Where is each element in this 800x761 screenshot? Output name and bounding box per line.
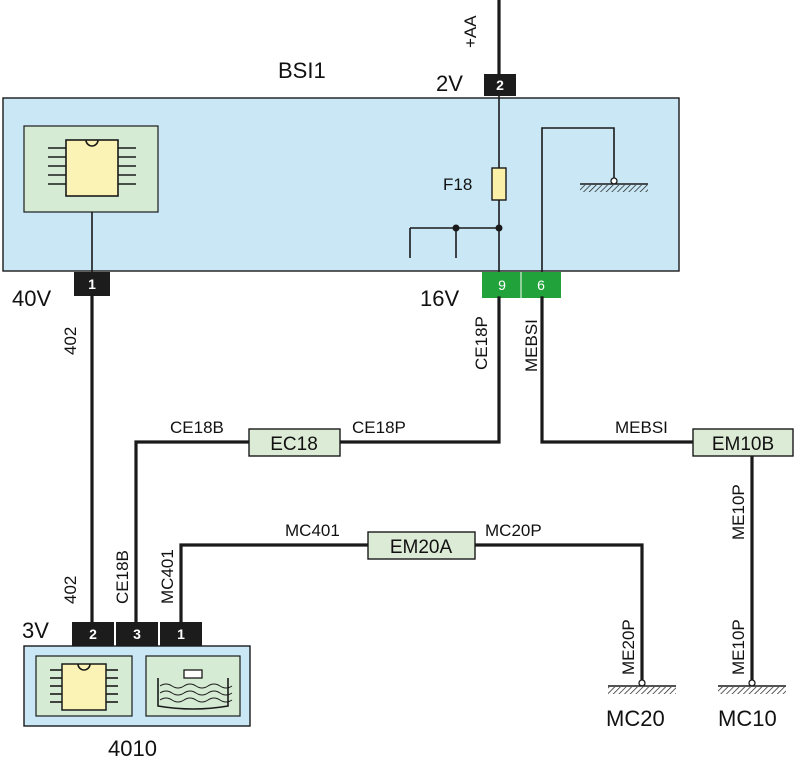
connector-em20a-label: EM20A bbox=[390, 537, 453, 558]
bsi-pin-9-label: 9 bbox=[498, 277, 506, 293]
wire-mc20p bbox=[473, 543, 644, 682]
bsi-voltage-top: 2V bbox=[436, 71, 463, 96]
component-4010-pin-1-label: 1 bbox=[177, 626, 185, 642]
wire-mebsi-label-right: MEBSI bbox=[615, 418, 668, 437]
wire-me10p-label-lower: ME10P bbox=[729, 619, 748, 675]
connector-em20a bbox=[367, 531, 476, 560]
ground-mc10-label: MC10 bbox=[718, 706, 777, 731]
wire-ce18p bbox=[338, 296, 501, 444]
bsi-pin-2 bbox=[484, 74, 516, 96]
bsi-voltage-left: 40V bbox=[12, 286, 51, 311]
wire-mebsi bbox=[540, 296, 695, 444]
wire-ce18p-label-vertical: CE18P bbox=[472, 316, 491, 370]
wire-ce18b-label-top: CE18B bbox=[170, 418, 224, 437]
wire-ce18p-label-top: CE18P bbox=[352, 418, 406, 437]
connector-ec18 bbox=[248, 428, 341, 457]
wire-ce18b-label-vertical: CE18B bbox=[113, 550, 132, 604]
connector-ec18-label: EC18 bbox=[270, 434, 318, 455]
tank-sensor-icon bbox=[157, 669, 233, 710]
connector-em10b-label: EM10B bbox=[712, 434, 774, 455]
component-4010-pin-2 bbox=[72, 622, 114, 646]
wire-me20p-label-vertical: ME20P bbox=[619, 619, 638, 675]
fuse-label: F18 bbox=[443, 175, 472, 194]
wire-402-label-upper: 402 bbox=[61, 327, 80, 355]
bsi-pin-9 bbox=[482, 272, 521, 298]
bsi-pin-2-label: 2 bbox=[496, 77, 504, 93]
chip-icon bbox=[48, 139, 136, 197]
supply-label: +AA bbox=[461, 15, 480, 48]
wire-402-label-lower: 402 bbox=[61, 576, 80, 604]
component-4010-pin-2-label: 2 bbox=[89, 626, 97, 642]
fuse-icon bbox=[491, 167, 507, 201]
bsi-voltage-right: 16V bbox=[420, 286, 459, 311]
ground-icon bbox=[608, 679, 676, 694]
wire-mc401-label-top: MC401 bbox=[285, 521, 340, 540]
connector-em10b bbox=[692, 428, 794, 457]
component-4010-pin-1 bbox=[160, 622, 202, 646]
bsi-pin-1 bbox=[74, 272, 110, 296]
component-4010-pin-3 bbox=[116, 622, 158, 646]
ground-mc20-label: MC20 bbox=[606, 706, 665, 731]
bsi-pin-1-label: 1 bbox=[88, 276, 96, 292]
bsi-junction-lines bbox=[409, 224, 503, 258]
ground-icon bbox=[718, 679, 786, 694]
wire-mc20p-label-top: MC20P bbox=[485, 521, 542, 540]
wire-me10p-label-upper: ME10P bbox=[729, 484, 748, 540]
wire-ce18b bbox=[134, 440, 251, 624]
ground-icon bbox=[541, 127, 648, 273]
chip-icon bbox=[50, 663, 118, 711]
bsi-title: BSI1 bbox=[278, 58, 326, 83]
wire-mebsi-label-vertical: MEBSI bbox=[522, 319, 541, 372]
component-4010-pin-3-label: 3 bbox=[133, 626, 141, 642]
wire-mc401-label-vertical: MC401 bbox=[158, 549, 177, 604]
bsi-pin-6-label: 6 bbox=[537, 277, 545, 293]
component-4010-voltage: 3V bbox=[22, 618, 49, 643]
wire-mc401 bbox=[179, 543, 370, 624]
component-4010-label: 4010 bbox=[108, 736, 157, 761]
bsi-pin-6 bbox=[521, 272, 561, 298]
